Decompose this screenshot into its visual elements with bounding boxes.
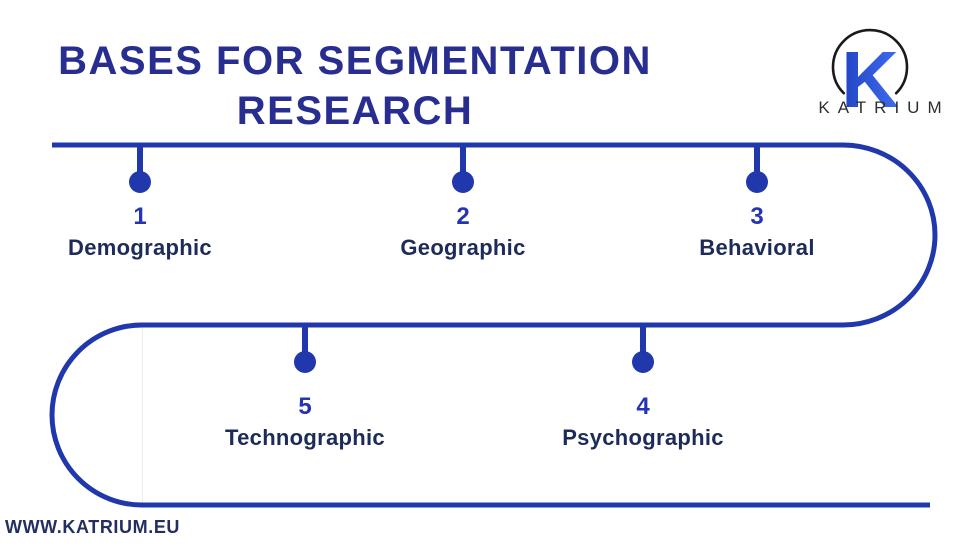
item-label: Behavioral [699, 235, 815, 260]
katrium-logo: K KATRIUM [795, 10, 965, 125]
item-label: Psychographic [562, 425, 724, 450]
milestone-dot [129, 171, 151, 193]
item-number: 1 [133, 203, 147, 230]
item-number: 2 [456, 203, 470, 230]
item-label: Technographic [225, 425, 385, 450]
item-number: 4 [636, 393, 650, 420]
milestone-dot [632, 351, 654, 373]
milestone-dot [452, 171, 474, 193]
page-title: BASES FOR SEGMENTATION RESEARCH [30, 36, 680, 136]
milestone-dot [746, 171, 768, 193]
logo-wordmark: KATRIUM [818, 98, 950, 117]
timeline-item-behavioral: 3 Behavioral [637, 145, 877, 295]
timeline-path [49, 142, 938, 508]
timeline-item-technographic: 5 Technographic [185, 325, 425, 475]
logo-k-letter: K [841, 35, 899, 119]
milestone-dot [294, 351, 316, 373]
stem-connector [302, 325, 308, 355]
logo-circle-arc [831, 28, 909, 95]
stem-connector [640, 325, 646, 355]
website-url: WWW.KATRIUM.EU [5, 517, 181, 537]
stem-connector [460, 145, 466, 175]
stem-connector [754, 145, 760, 175]
item-number: 3 [750, 203, 764, 230]
item-label: Geographic [400, 235, 526, 260]
katrium-monogram-icon: K [831, 28, 909, 119]
item-label: Demographic [68, 235, 212, 260]
stem-connector [137, 145, 143, 175]
page-title-line2: RESEARCH [236, 89, 474, 133]
page-title-line1: BASES FOR SEGMENTATION [58, 39, 652, 83]
timeline-item-demographic: 1 Demographic [20, 145, 260, 295]
timeline-item-geographic: 2 Geographic [343, 145, 583, 295]
timeline-item-psychographic: 4 Psychographic [523, 325, 763, 475]
item-number: 5 [298, 393, 312, 420]
